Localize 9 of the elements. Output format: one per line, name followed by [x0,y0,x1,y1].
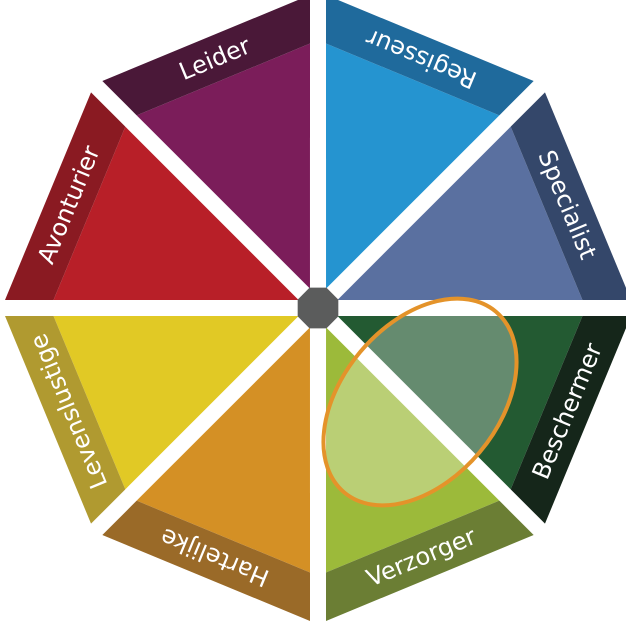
segment [337,316,626,524]
center-octagon [298,288,338,328]
segment [5,92,299,300]
segment [337,92,626,300]
segment [5,316,299,524]
segment [102,0,310,289]
segment-label: Leider [175,32,254,86]
highlight-ellipse [321,296,519,508]
segment [326,0,534,289]
